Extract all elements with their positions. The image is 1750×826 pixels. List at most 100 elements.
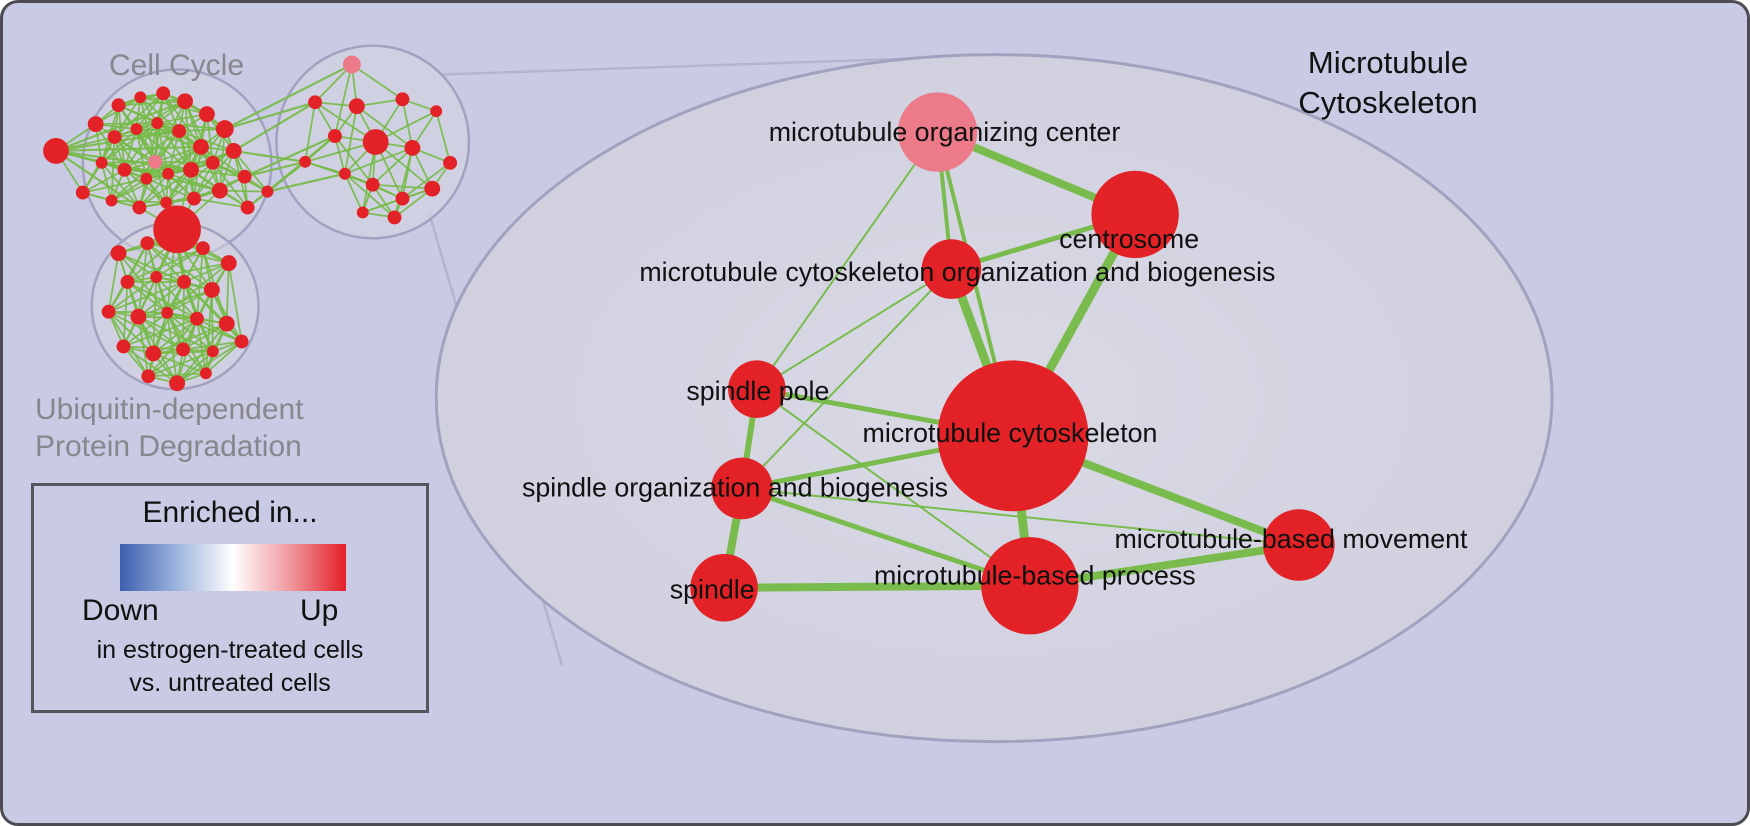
zoom-edge-spindle_pole-mbp [756,388,1031,587]
overview-edge [205,340,243,374]
overview-node [141,369,156,384]
overview-node [140,236,155,251]
overview-edge [113,92,164,138]
overview-edge [183,262,230,283]
overview-node [430,105,443,118]
overview-node [198,106,215,123]
overview-edge [196,317,243,343]
overview-bridge-edge [55,150,140,209]
overview-node [195,241,210,256]
overview-node [95,156,108,169]
zoom-node-mbp [981,537,1079,635]
overview-bridge-edge [233,101,316,152]
zoom-edge-sob-mbp [741,486,1031,589]
overview-node [338,167,351,180]
legend-title: Enriched in... [142,496,318,529]
zoom-node-label-spindle_pole: spindle pole [686,376,829,406]
overview-node [192,139,209,155]
overview-node [387,210,402,225]
zoom-edge-moc-spindle_pole [756,131,939,390]
overview-edge [147,318,198,377]
overview-node [199,367,212,380]
overview-node [190,311,204,326]
zoom-node-label-mc: microtubule cytoskeleton [863,418,1158,448]
overview-edge [166,311,242,343]
overview-node [362,129,389,155]
ubiquitin-label-line2: Protein Degradation [35,430,302,463]
overview-edge [218,129,226,191]
overview-bridge-edge [244,160,306,178]
zoom-node-label-sob: spindle organization and biogenesis [522,472,948,502]
overview-node [328,129,342,143]
overview-edge [127,281,198,320]
overview-edge [117,105,126,170]
overview-node [342,55,361,74]
overview-node [120,275,135,289]
overview-node [169,375,186,392]
overview-bridge-edge [224,63,353,131]
overview-edge [156,262,229,278]
overview-bridge-edge [224,101,316,131]
overview-edge [146,242,185,283]
overview-node [356,206,369,219]
overview-edge [101,160,156,164]
ubiquitin-cluster-label: Ubiquitin-dependent Protein Degradation [35,391,304,465]
overview-edge [135,100,186,130]
zoom-node-mcob [921,239,982,299]
zoom-node-label-spindle: spindle [670,575,755,605]
overview-edge [200,146,246,178]
overview-edge [393,147,414,218]
overview-edge [127,247,204,283]
overview-node [156,86,171,101]
zoom-node-label-mcob: microtubule cytoskeleton organization an… [639,257,1275,287]
overview-node [105,194,118,207]
overview-node [176,342,191,357]
overview-node [151,117,164,130]
overview-edge [372,183,433,190]
overview-edge [123,317,198,348]
overview-node [148,154,163,169]
overview-edge [166,289,213,314]
overview-node [404,139,421,156]
overview-edge [304,102,316,162]
overview-node [395,92,410,107]
overview-edge [147,350,214,378]
overview-node [187,191,201,206]
zoom-edge-spindle-mbp [724,581,1030,592]
overview-bridge-edge [233,149,306,163]
overview-edge [343,106,358,174]
legend-up-label: Up [300,594,339,627]
overview-node [443,155,458,170]
overview-node [234,334,249,349]
overview-node [161,306,174,319]
overview-edge [82,168,125,194]
overview-edge [227,262,243,342]
overview-edge [166,262,230,314]
legend-caption-line2: vs. untreated cells [129,669,331,697]
overview-node [111,98,126,113]
overview-edge [156,122,214,164]
cell-cycle-cluster-label: Cell Cycle [109,49,245,82]
overview-node [110,245,127,262]
overview-edge [148,372,206,378]
overview-node [116,339,131,354]
overview-edge [219,189,268,193]
legend-box: Enriched in... Down Up in estrogen-treat… [31,483,429,713]
overview-edge [401,99,414,149]
overview-node [203,281,220,298]
zoom-node-mc [937,360,1089,512]
overview-node [43,138,69,164]
overview-node [177,93,193,110]
overview-node [130,308,147,325]
overview-edge [334,135,374,186]
overview-edge [372,147,413,186]
overview-node [87,116,104,133]
overview-edge [155,247,204,278]
zoom-node-mbm [1263,509,1335,581]
overview-bridge-edge [55,149,192,171]
overview-node [218,315,235,332]
overview-node [225,142,242,159]
overview-node [348,98,365,115]
overview-node [117,162,132,177]
